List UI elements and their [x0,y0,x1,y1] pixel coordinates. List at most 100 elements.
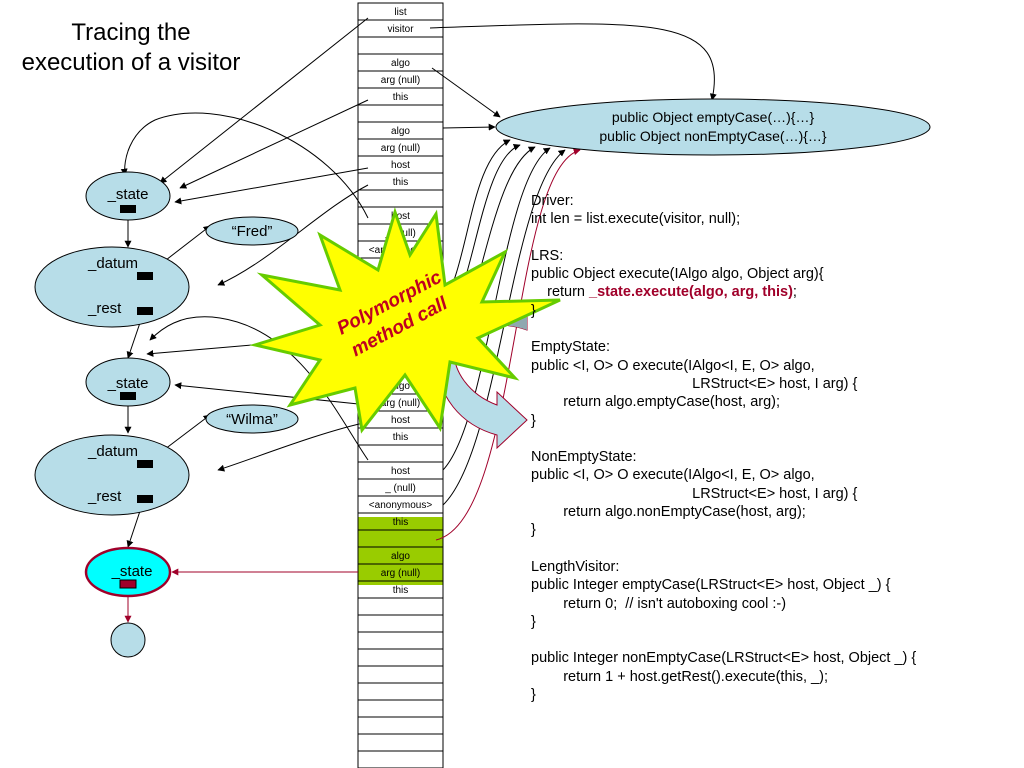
stack-frame-label: host [391,415,410,426]
node-state-2: _state [85,357,171,407]
code-lrs-return: return _state.execute(algo, arg, this); [531,283,1011,301]
code-lengthvisitor-close-1: } [531,613,536,630]
stack-frame-label: algo [391,126,410,137]
code-nonemptystate-return: return algo.nonEmptyCase(host, arg); [531,504,806,521]
slide-title-line-2: execution of a visitor [21,49,241,76]
stack-frame-label: this [393,177,409,188]
stack-frame [357,104,444,123]
stack-frame-label: host [391,160,410,171]
stack-frame-label: arg (null) [381,75,420,86]
node-empty [110,622,146,658]
code-lrs-signature: public Object execute(IAlgo algo, Object… [531,266,824,283]
stack-frame-label: algo [391,551,410,562]
node-datum-2-label: _datum [87,443,138,460]
stack-frame-label: this [393,517,409,528]
visitor-methods-node: public Object emptyCase(…){…} public Obj… [495,98,931,156]
stack-frame [357,665,444,684]
code-blank [531,320,1011,338]
stack-frame: host [357,155,444,174]
node-wilma: “Wilma” [205,404,299,434]
slide-title: Tracing the execution of a visitor [0,18,262,78]
code-lrs-return-highlight: _state.execute(algo, arg, this) [589,284,793,301]
stack-frame: visitor [357,19,444,38]
stack-frame: <anonymous> [357,495,444,514]
stack-frame-label: host [391,466,410,477]
stack-frame-label: algo [391,381,410,392]
code-lengthvisitor-heading: LengthVisitor: [531,558,620,575]
node-list-1: _datum _rest [34,246,190,328]
node-state-1-label: _state [107,186,149,203]
code-blank [531,540,1011,558]
active-frame-highlight [358,517,443,585]
code-blank [531,631,1011,649]
node-rest-1-label: _rest [87,300,122,317]
node-fred: “Fred” [205,216,299,246]
code-lrs-return-suffix: ; [792,284,797,301]
code-emptystate-params: LRStruct<E> host, I arg) { [531,375,858,392]
stack-frame-label: host [391,211,410,222]
stack-frame: host [357,461,444,480]
stack-frame-label: arg (null) [381,143,420,154]
code-nonemptystate-signature: public <I, O> O execute(IAlgo<I, E, O> a… [531,467,815,484]
code-lengthvisitor-return-recursive: return 1 + host.getRest().execute(this, … [531,668,828,685]
code-nonemptystate-params: LRStruct<E> host, I arg) { [531,485,858,502]
stack-frame [357,682,444,701]
node-rest-2-label: _rest [87,488,122,505]
code-lengthvisitor-emptycase: public Integer emptyCase(LRStruct<E> hos… [531,577,891,594]
stack-frame [357,716,444,735]
stack-frame: this [357,427,444,446]
stack-frame [357,597,444,616]
stack-frame-label: arg (null) [381,568,420,579]
stack-frame-label: this [393,92,409,103]
node-state-3-label: _state [111,563,153,580]
stack-frame-label: <anonymous> [369,500,433,511]
stack-frame [357,614,444,633]
stack-frame [357,733,444,752]
stack-frame: this [357,172,444,191]
stack-frame [357,631,444,650]
node-fred-label: “Fred” [232,223,273,240]
code-emptystate-heading: EmptyState: [531,339,610,356]
code-driver-call: int len = list.execute(visitor, null); [531,211,741,228]
code-blank [531,229,1011,247]
stack-frame [357,699,444,718]
stack-frame: arg (null) [357,138,444,157]
node-state-1: _state [85,171,171,221]
stack-frame [357,648,444,667]
stack-frame [357,750,444,768]
stack-frame [357,36,444,55]
code-lrs-heading: LRS: [531,247,564,264]
stack-frame: this [357,87,444,106]
stack-frame-label: arg (null) [381,398,420,409]
code-driver-heading: Driver: [531,193,574,209]
code-nonemptystate-heading: NonEmptyState: [531,449,637,466]
code-emptystate-signature: public <I, O> O execute(IAlgo<I, E, O> a… [531,357,815,374]
node-datum-1-label: _datum [87,255,138,272]
stack-frame-label: this [393,585,409,596]
stack-frame [357,444,444,463]
visitor-method-empty-case: public Object emptyCase(…){…} [612,109,815,125]
code-listing: Driver: int len = list.execute(visitor, … [531,192,1011,704]
code-emptystate-return: return algo.emptyCase(host, arg); [531,394,781,411]
stack-frame: arg (null) [357,70,444,89]
code-blank [531,430,1011,448]
node-list-2: _datum _rest [34,434,190,516]
stack-frame: algo [357,121,444,140]
code-emptystate-close: } [531,412,536,429]
stack-frame: algo [357,53,444,72]
code-lrs-close: } [531,302,536,319]
code-nonemptystate-close: } [531,522,536,539]
stack-frame: list [357,2,444,21]
stack-frame [357,189,444,208]
slide-title-line-1: Tracing the [71,19,191,46]
stack-frame-label: algo [391,58,410,69]
code-lrs-return-prefix: return [531,284,590,301]
node-state-3-active: _state [84,546,172,598]
stack-frame: _ (null) [357,478,444,497]
stack-frame-label: visitor [387,24,414,35]
code-lengthvisitor-close-2: } [531,687,536,704]
polymorphic-call-burst: Polymorphic method call [249,207,561,434]
node-state-2-label: _state [107,375,149,392]
code-lengthvisitor-nonemptycase: public Integer nonEmptyCase(LRStruct<E> … [531,650,917,667]
